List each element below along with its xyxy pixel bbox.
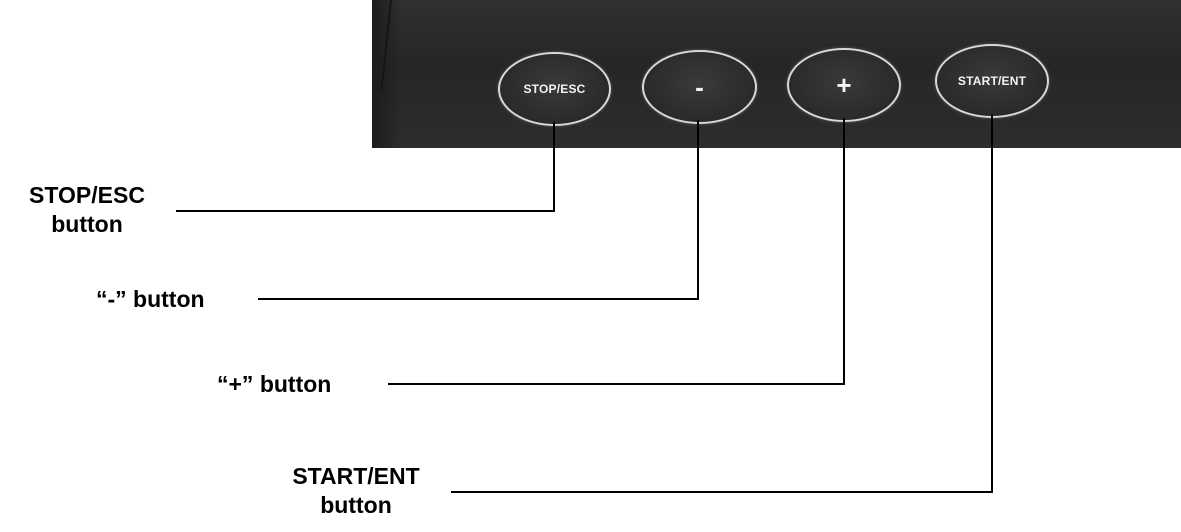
plus-button-label: + (836, 70, 852, 100)
stop-leader-vertical (553, 122, 555, 212)
plus-button[interactable]: + (787, 48, 901, 122)
start-ent-callout-line1: START/ENT (292, 463, 420, 489)
plus-leader-horizontal (388, 383, 845, 385)
minus-button[interactable]: - (642, 50, 757, 124)
minus-callout-text: “-” button (96, 286, 205, 312)
start-ent-callout: START/ENT button (266, 462, 446, 520)
start-ent-button-label: START/ENT (957, 74, 1027, 88)
plus-callout: “+” button (217, 370, 382, 399)
stop-esc-callout-line1: STOP/ESC (29, 182, 145, 208)
stop-esc-button-label: STOP/ESC (523, 82, 586, 96)
start-ent-callout-line2: button (320, 491, 392, 518)
control-panel-photo: STOP/ESC - + START/ENT (372, 0, 1181, 148)
minus-callout: “-” button (96, 285, 252, 314)
minus-button-label: - (695, 72, 704, 102)
start-leader-vertical (991, 114, 993, 493)
stop-esc-button[interactable]: STOP/ESC (498, 52, 611, 126)
minus-leader-horizontal (258, 298, 699, 300)
start-ent-button[interactable]: START/ENT (935, 44, 1049, 118)
start-leader-horizontal (451, 491, 993, 493)
plus-callout-text: “+” button (217, 371, 332, 397)
minus-leader-vertical (697, 120, 699, 300)
stop-esc-callout: STOP/ESC button (6, 181, 168, 239)
stop-esc-callout-line2: button (51, 210, 123, 237)
stop-leader-horizontal (176, 210, 555, 212)
plus-leader-vertical (843, 118, 845, 385)
